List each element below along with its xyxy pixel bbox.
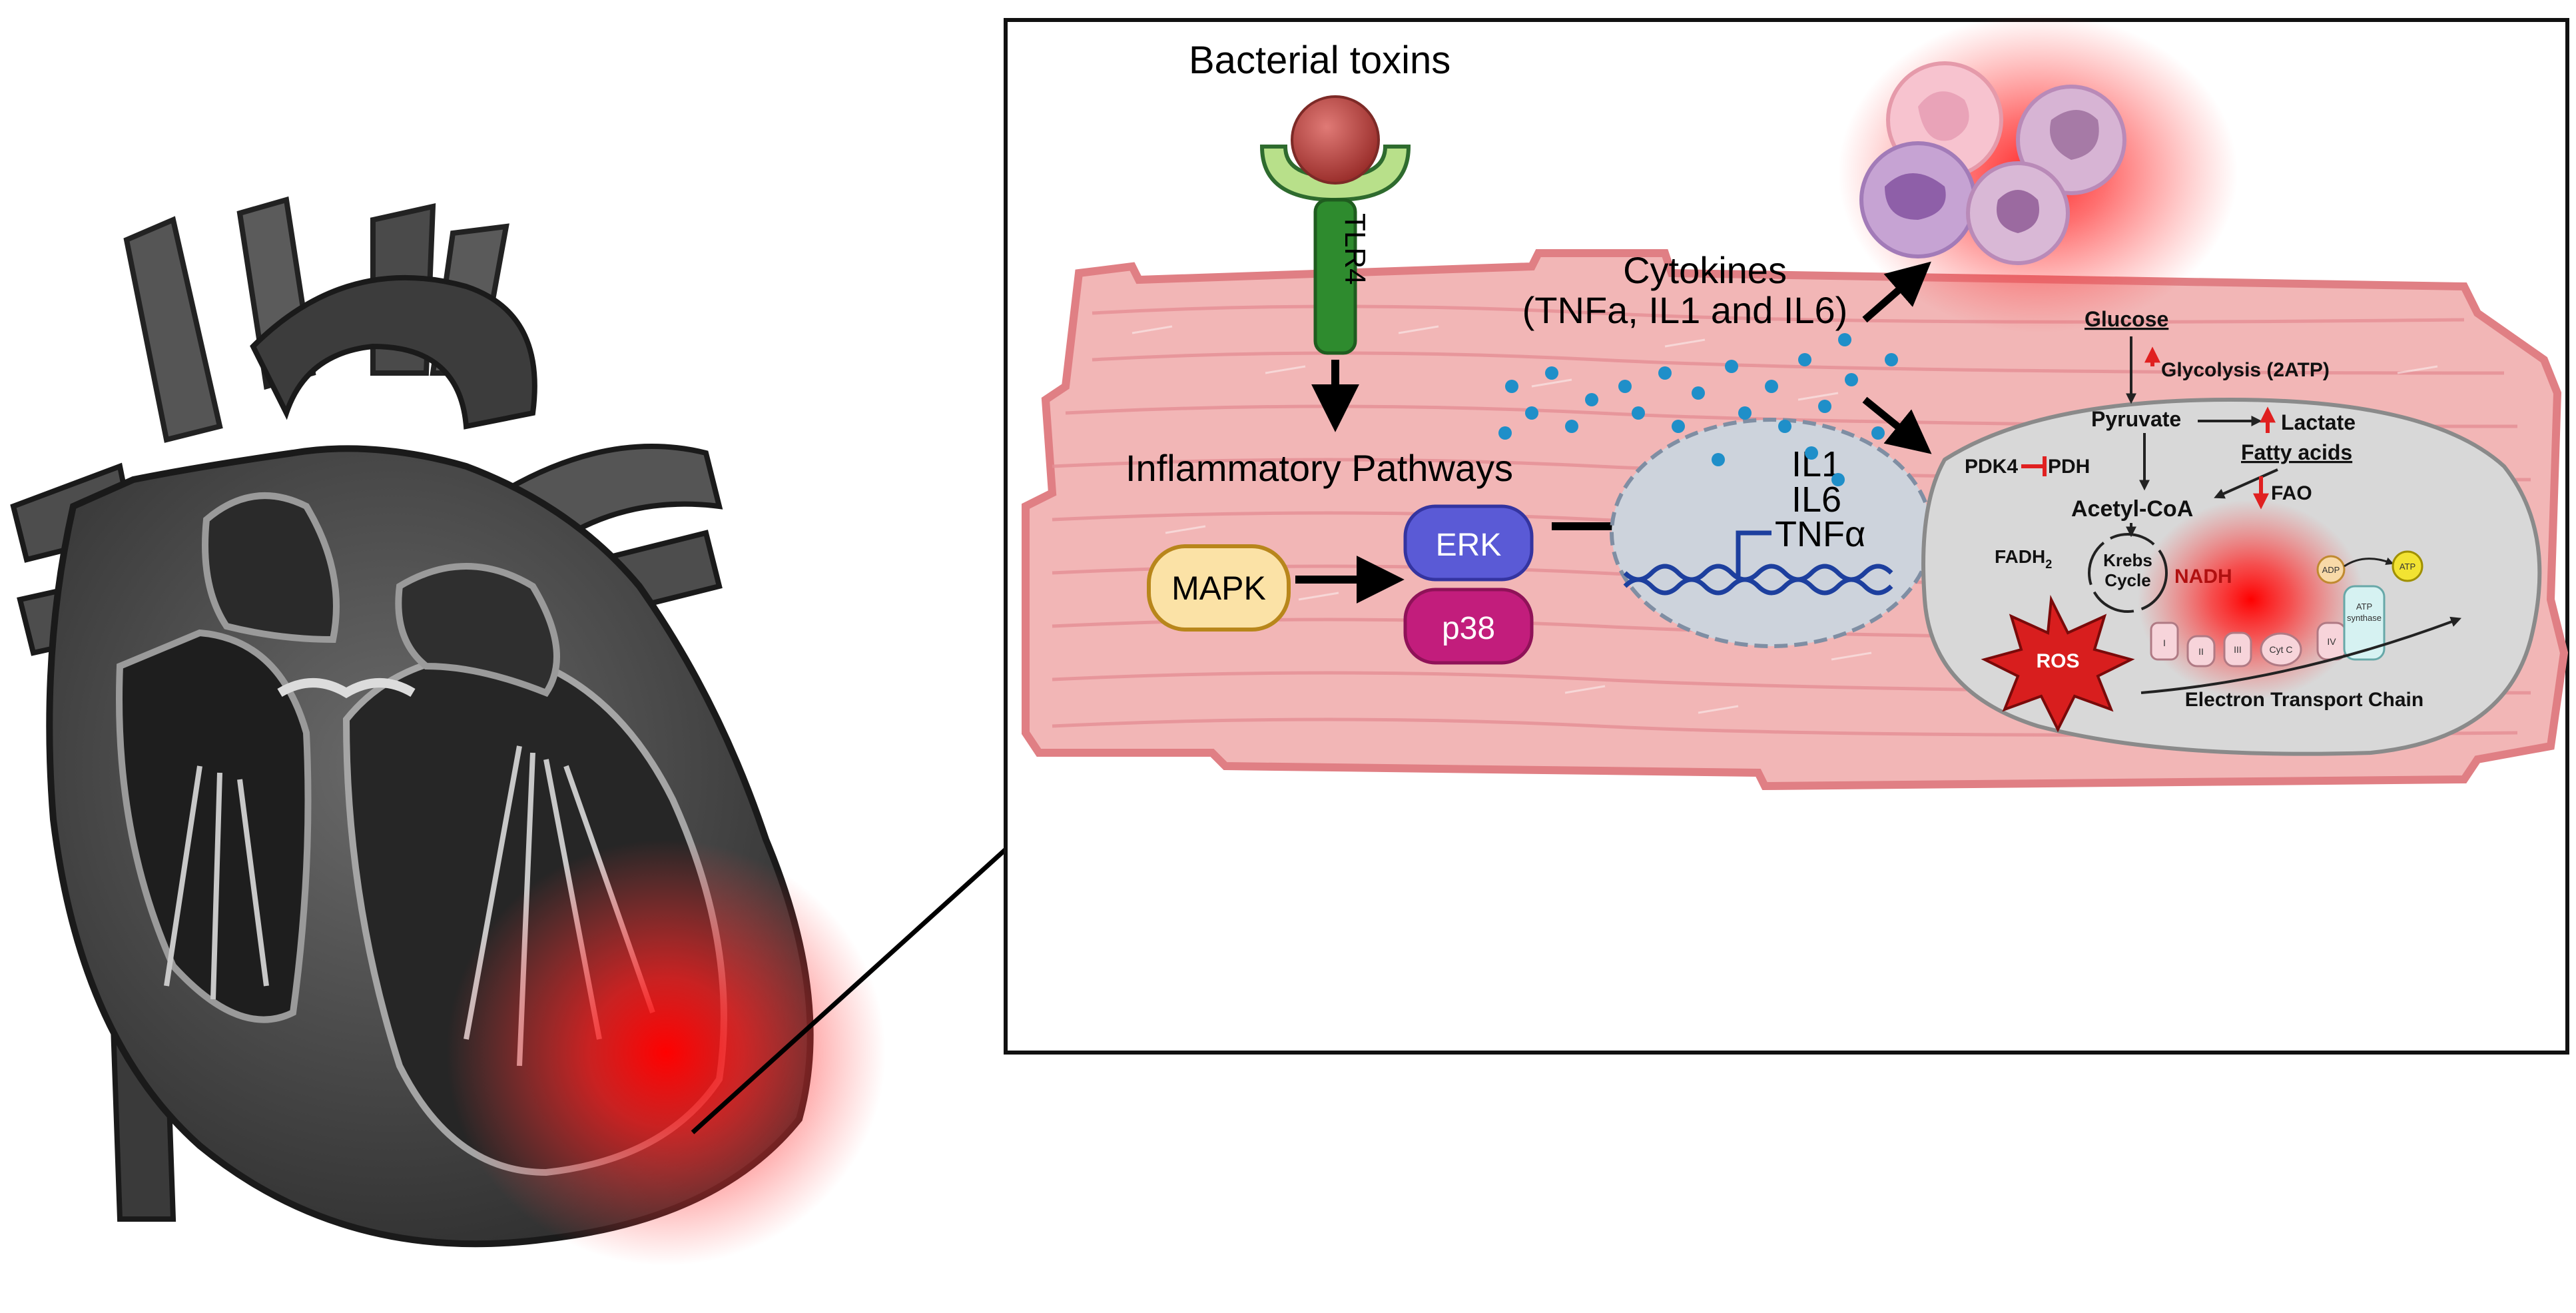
fatty-acids-label: Fatty acids: [2241, 440, 2352, 464]
tlr4-label: TLR4: [1339, 213, 1371, 285]
tlr4-receptor: TLR4: [1259, 95, 1411, 355]
nadh-label: NADH: [2174, 566, 2232, 588]
cyt-c: Cyt C: [2270, 644, 2293, 655]
atp-synthase-label-2: synthase: [2347, 613, 2382, 623]
glucose-label: Glucose: [2085, 307, 2168, 331]
gene-tnfa: TNFα: [1775, 514, 1865, 554]
inflammatory-pathways-label: Inflammatory Pathways: [1126, 447, 1513, 489]
complex-i: I: [2163, 638, 2166, 648]
cytokines-label: Cytokines: [1623, 249, 1787, 291]
bacterial-toxin-particle: [1291, 95, 1380, 185]
etc-label: Electron Transport Chain: [2185, 689, 2423, 711]
nadh-inflammation-glow: [2138, 500, 2364, 699]
pdk4-label: PDK4: [1965, 456, 2018, 478]
ros-label: ROS: [2036, 650, 2079, 672]
dna-strand: [1623, 564, 1893, 596]
fadh2-label: FADH2: [1995, 546, 2052, 571]
svg-text:MAPK: MAPK: [1171, 570, 1266, 607]
heart-illustration: [10, 196, 886, 1266]
aorta-vessel: [123, 216, 223, 443]
atp-label: ATP: [2400, 562, 2415, 572]
electron-transport-chain: I II III Cyt C IV ATP synthase ADP ATP E…: [2140, 550, 2461, 711]
cytokines-subtitle: (TNFa, IL1 and IL6): [1522, 289, 1848, 331]
ros-burst: ROS: [1981, 594, 2135, 733]
svg-text:p38: p38: [1442, 611, 1495, 646]
lactate-label: Lactate: [2281, 410, 2356, 434]
cytokines-to-immune-arrow: [1862, 261, 1931, 323]
metabolism-pathway: Glucose Glycolysis (2ATP) Pyruvate Lacta…: [1965, 307, 2356, 613]
fao-label: FAO: [2271, 482, 2312, 504]
zoom-connector-line: [691, 847, 1008, 1134]
krebs-cycle-circle: [2088, 533, 2168, 613]
bacterial-toxins-label: Bacterial toxins: [1189, 39, 1450, 82]
nucleus: IL1 IL6 TNFα: [1610, 418, 1933, 648]
mapk-box: MAPK: [1147, 544, 1291, 632]
adp-label: ADP: [2322, 565, 2340, 575]
krebs-label-2: Cycle: [2104, 570, 2150, 590]
cytokine-particles: [1498, 333, 1898, 486]
erk-box: ERK: [1403, 504, 1534, 582]
glycolysis-label: Glycolysis (2ATP): [2161, 359, 2330, 381]
svg-text:ERK: ERK: [1436, 528, 1502, 563]
immune-cells: [1859, 61, 2126, 265]
heart-inflammation-glow: [446, 839, 886, 1266]
cytokines-to-mito-arrow: [1862, 396, 1932, 454]
gene-il6: IL6: [1791, 480, 1841, 520]
complex-ii: II: [2198, 646, 2204, 657]
complex-iii: III: [2234, 644, 2242, 655]
atp-synthase-label-1: ATP: [2356, 602, 2372, 612]
complex-iv: IV: [2327, 636, 2336, 647]
pyruvate-label: Pyruvate: [2091, 407, 2181, 431]
p38-box: p38: [1403, 588, 1534, 665]
acetyl-coa-label: Acetyl-CoA: [2071, 496, 2193, 522]
krebs-label-1: Krebs: [2103, 550, 2152, 570]
pdh-label: PDH: [2048, 456, 2090, 478]
